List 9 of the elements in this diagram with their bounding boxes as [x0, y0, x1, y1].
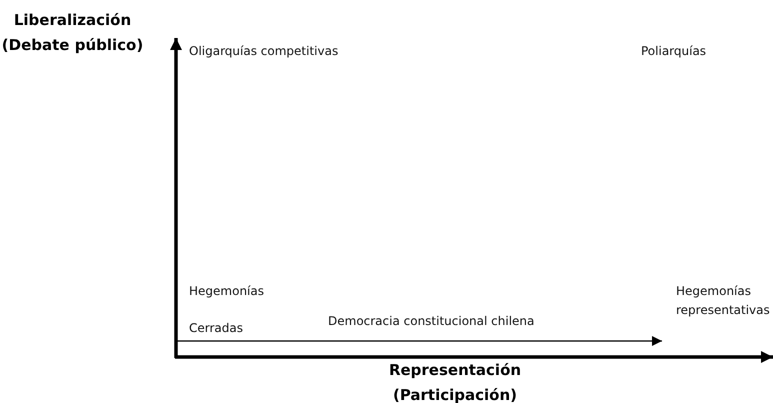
arrow: [176, 336, 662, 346]
quadrant-label: Oligarquías competitivas: [189, 43, 338, 60]
axis-title: Liberalización (Debate público): [0, 10, 144, 56]
category-label: Hegemonías representativas: [676, 283, 771, 319]
quadrant-label: Hegemonías: [189, 283, 264, 300]
axis-title: Representación (Participación): [388, 360, 522, 403]
category-label: Cerradas: [189, 320, 244, 337]
quadrant-label: Poliarquías: [641, 43, 706, 60]
edge-label: Democracia constitucional chilena: [326, 314, 536, 328]
